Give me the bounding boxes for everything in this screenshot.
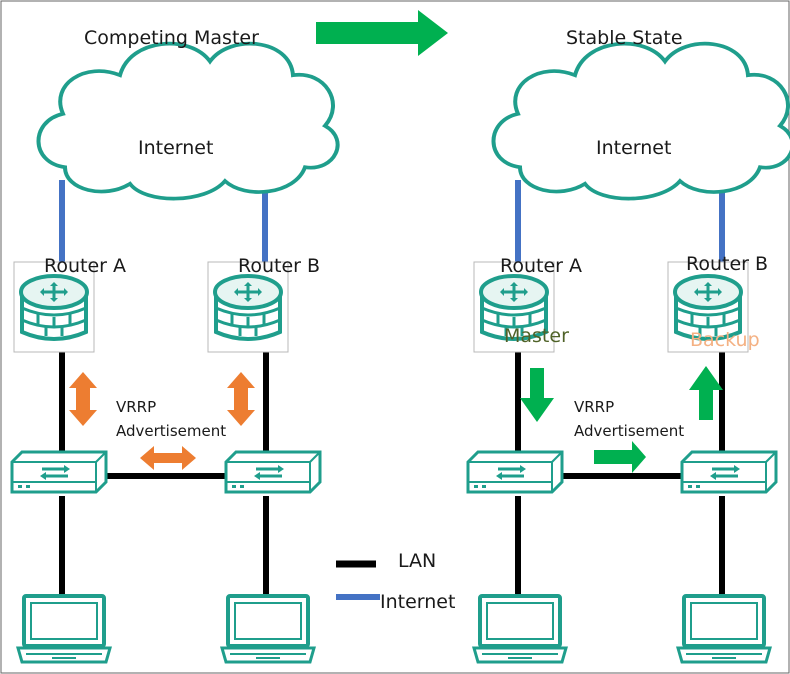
right-arrow-icon [316,10,448,56]
laptop-icon [16,594,112,664]
left-vrrp-label-2: Advertisement [116,422,226,440]
vrrp-advert-arrow-up [689,366,723,420]
backup-state-label: Backup [690,329,760,351]
right-title: Stable State [566,27,683,49]
cloud-icon [491,41,790,201]
cloud-icon [36,41,340,201]
legend-internet-label: Internet [380,591,455,613]
laptop-icon [220,594,316,664]
switch-icon [466,450,564,494]
master-state-label: Master [504,325,569,347]
switch-icon [10,450,108,494]
right-vrrp-label-1: VRRP [574,398,614,416]
left-title: Competing Master [84,27,259,49]
left-router-a-label: Router A [44,255,126,277]
vrrp-advert-arrow-down [520,368,554,422]
vrrp-advert-arrow-right [594,441,646,473]
left-cloud-label: Internet [138,137,213,159]
left-router-b-label: Router B [238,255,320,277]
right-vrrp-label-2: Advertisement [574,422,684,440]
right-cloud-label: Internet [596,137,671,159]
legend-lan-label: LAN [398,550,436,572]
switch-icon [680,450,778,494]
laptop-icon [472,594,568,664]
switch-icon [224,450,322,494]
left-vrrp-label-1: VRRP [116,398,156,416]
laptop-icon [676,594,772,664]
right-router-b-label: Router B [686,253,768,275]
vrrp-advert-arrow-horizontal [140,446,196,470]
right-router-a-label: Router A [500,255,582,277]
vrrp-advert-arrow-a [69,372,97,426]
vrrp-advert-arrow-b [227,372,255,426]
